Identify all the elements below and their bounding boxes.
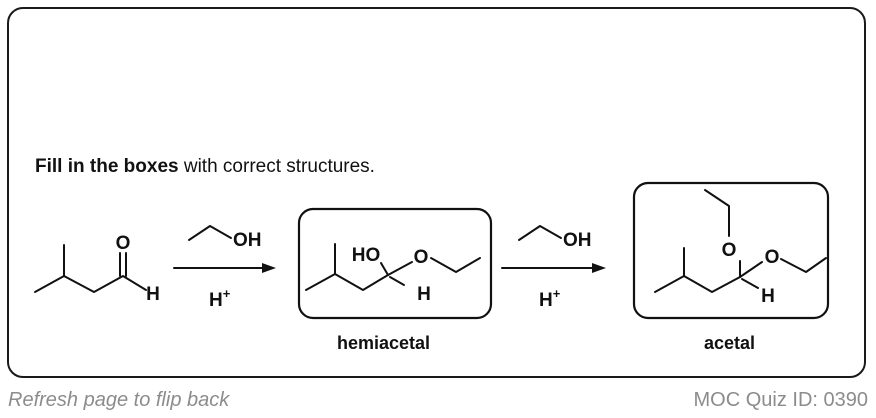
acetal-answer-box[interactable] [632,181,830,320]
step2-hydroxyl-label: OH [563,230,592,251]
hemiacetal-caption: hemiacetal [337,333,431,353]
acetal-structure [654,189,827,293]
instruction-text: Fill in the boxes with correct structure… [35,156,375,178]
reactant-oxygen-label: O [116,233,131,254]
hemiacetal-structure [305,243,481,291]
acetal-top-oxygen-label: O [722,240,737,261]
step1-hydroxyl-label: OH [233,230,262,251]
hemiacetal-hydrogen-label: H [417,284,431,305]
refresh-hint: Refresh page to flip back [8,389,230,411]
step1-ethanol-structure [188,225,232,241]
step2-ethanol-structure [518,225,562,241]
instruction-bold: Fill in the boxes [35,156,179,177]
acetal-caption: acetal [704,333,756,353]
instruction-rest: with correct structures. [178,156,375,177]
hemiacetal-answer-box[interactable] [297,207,493,320]
acetal-right-oxygen-label: O [765,247,780,268]
step1-arrowhead [262,263,276,273]
hemiacetal-hydroxyl-label: HO [352,245,381,266]
step1-catalyst-label: H+ [209,286,231,311]
reactant-hydrogen-label: H [146,284,160,305]
hemiacetal-oxygen-label: O [414,247,429,268]
step2-arrowhead [592,263,606,273]
quiz-card [7,7,866,378]
reactant-structure [34,244,147,293]
step2-catalyst-label: H+ [539,286,561,311]
acetal-hydrogen-label: H [761,286,775,307]
quiz-id-label: MOC Quiz ID: 0390 [693,389,868,411]
